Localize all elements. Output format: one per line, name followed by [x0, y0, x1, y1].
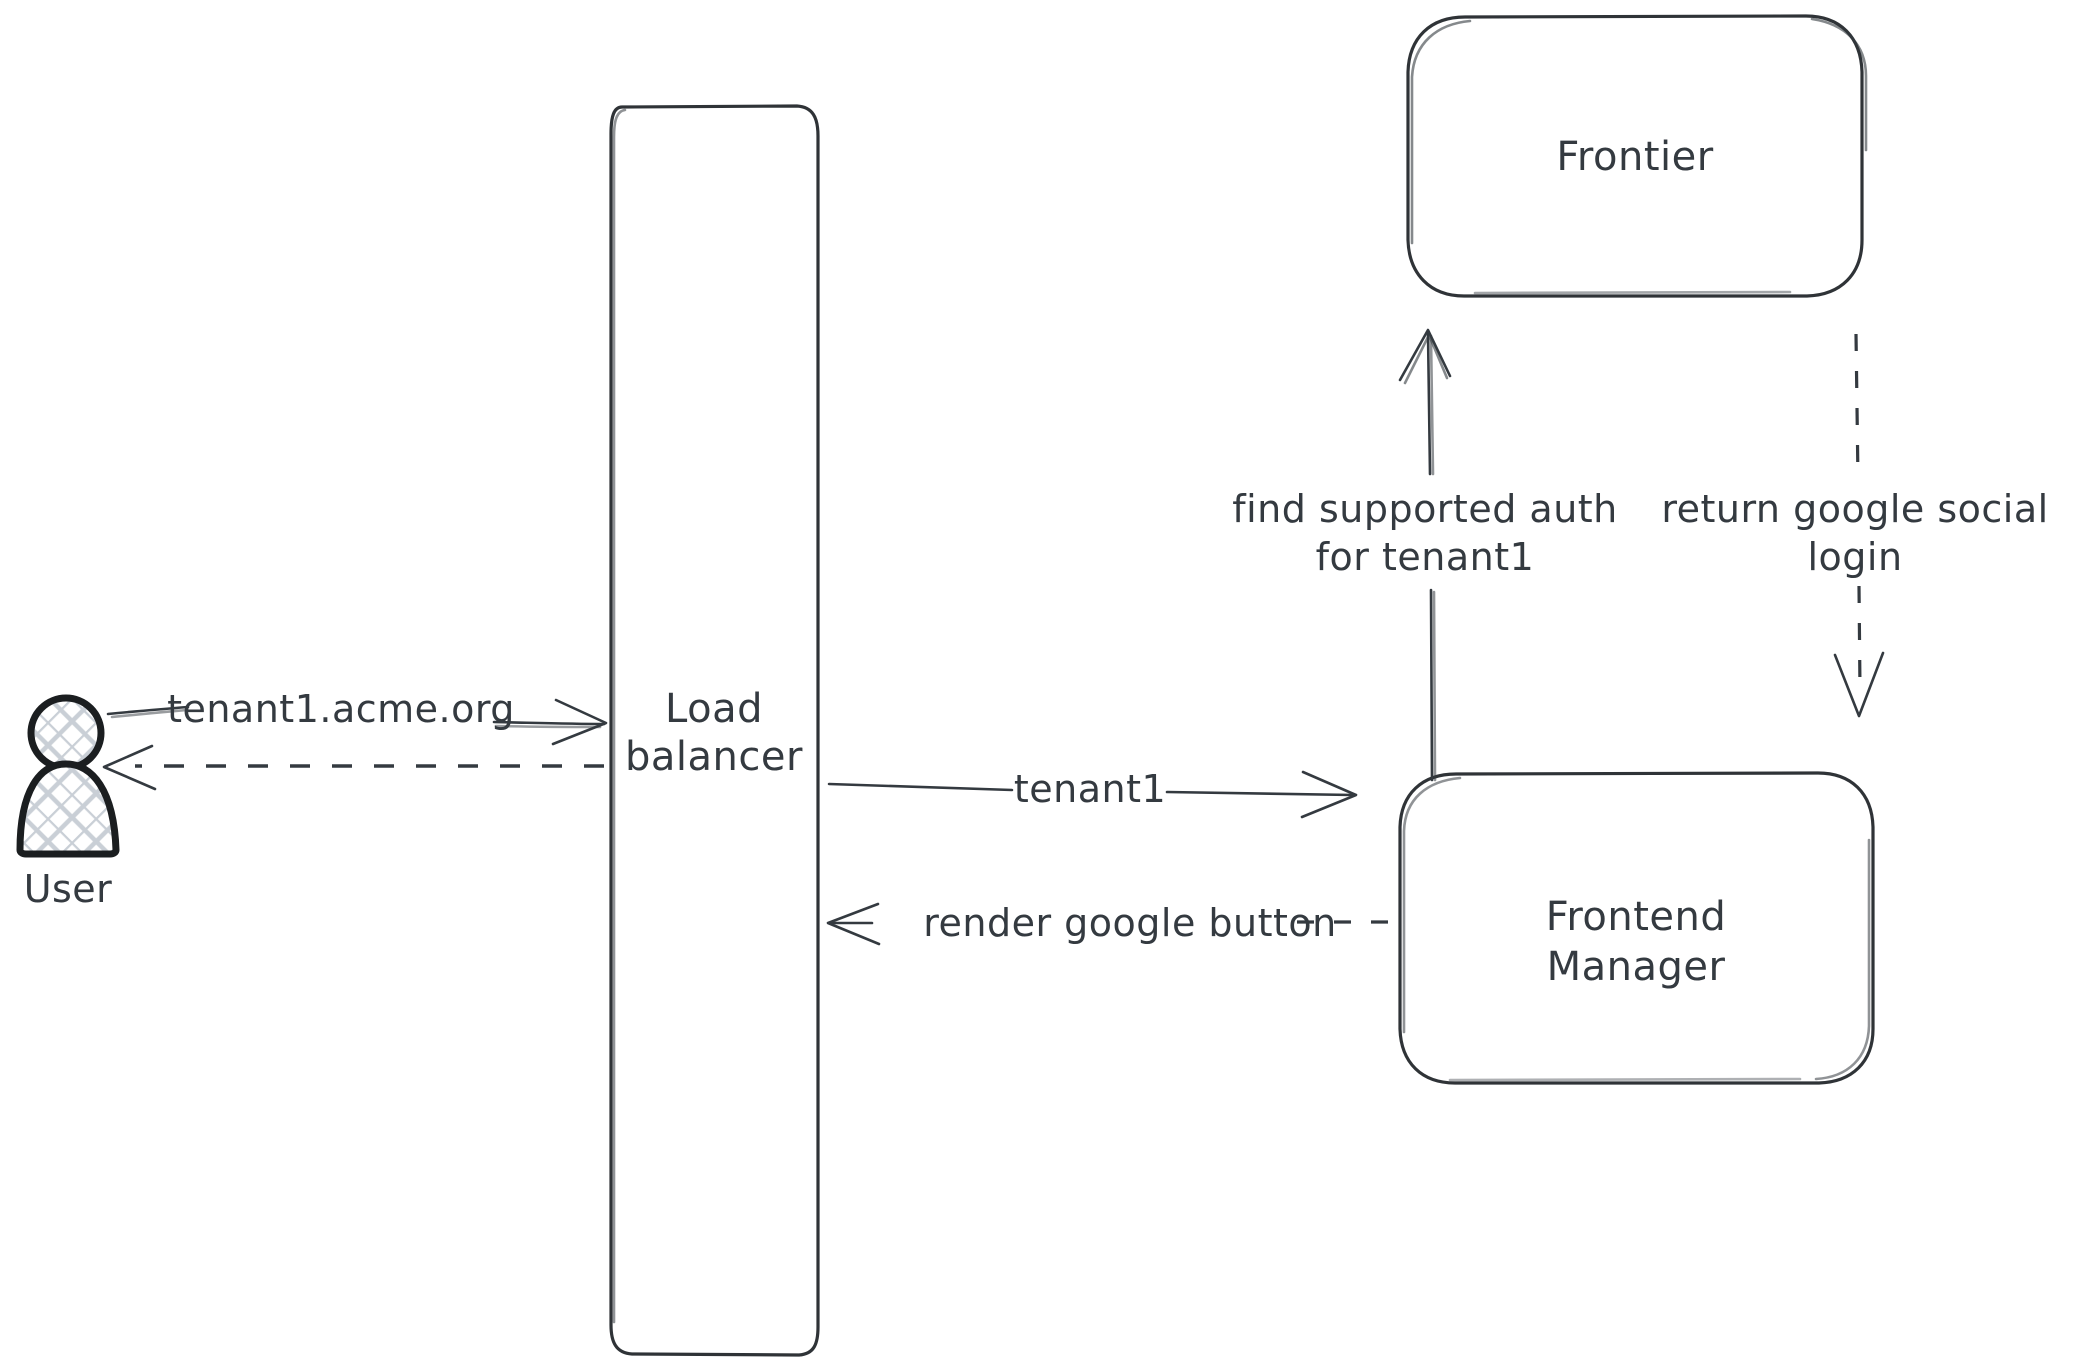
- edge-user-to-lb: [106, 698, 608, 746]
- node-load-balancer[interactable]: [609, 104, 820, 1357]
- edge-label-tenant1-acme-org: tenant1.acme.org: [167, 687, 515, 731]
- edge-label-return-google-social-line2: login: [1807, 535, 1902, 579]
- edge-lb-to-user: [102, 744, 604, 791]
- edge-lb-to-fm: [827, 770, 1358, 819]
- node-frontend-manager-label: Frontend Manager: [1546, 894, 1727, 990]
- frontend-manager-label-line1: Frontend: [1546, 894, 1727, 940]
- load-balancer-label-line2: balancer: [625, 734, 803, 780]
- user-actor-label: User: [24, 867, 113, 911]
- edge-label-render-google-button: render google button: [923, 901, 1337, 945]
- edge-fm-to-frontier: [1398, 328, 1452, 782]
- user-actor-icon: [16, 694, 120, 858]
- edge-frontier-to-fm: [1833, 333, 1885, 718]
- frontier-label: Frontier: [1556, 134, 1713, 180]
- node-frontend-manager[interactable]: [1398, 771, 1875, 1085]
- edge-fm-to-lb: [826, 902, 1388, 946]
- edge-label-find-supported-auth-line2: for tenant1: [1316, 535, 1535, 579]
- frontend-manager-label-line2: Manager: [1547, 944, 1726, 990]
- node-load-balancer-label: Load balancer: [625, 686, 803, 780]
- edge-label-tenant1: tenant1: [1014, 767, 1166, 811]
- edge-label-return-google-social-login: return google social login: [1661, 487, 2048, 579]
- load-balancer-label-line1: Load: [665, 686, 763, 732]
- edge-label-return-google-social-line1: return google social: [1661, 487, 2048, 531]
- edge-label-find-supported-auth-line1: find supported auth: [1232, 487, 1618, 531]
- edge-label-find-supported-auth: find supported auth for tenant1: [1232, 487, 1618, 579]
- node-frontier[interactable]: [1406, 14, 1868, 298]
